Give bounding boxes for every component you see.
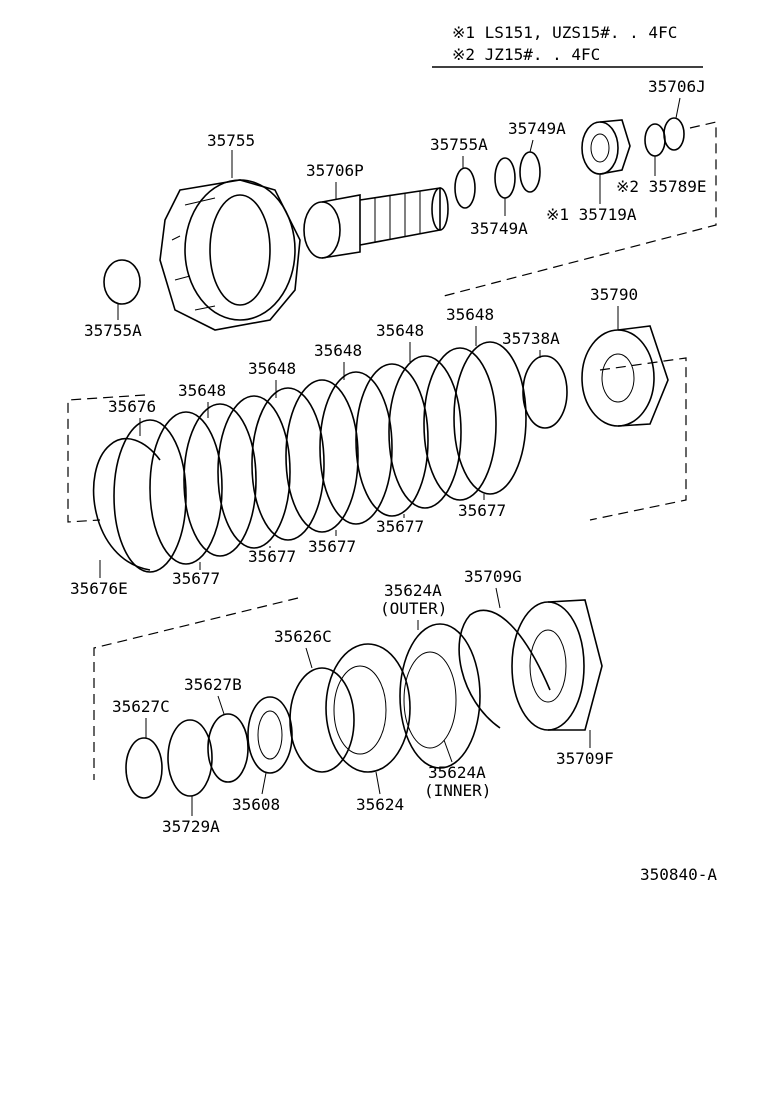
leader-35749a-top: [529, 139, 534, 153]
label-35719a: ※1 35719A: [546, 205, 637, 224]
leader-35709g: [495, 587, 501, 609]
label-35755a-left: 35755A: [84, 321, 142, 340]
ring-35755a-top: [454, 167, 476, 209]
seal-35624a-inner: [403, 651, 457, 749]
label-35729a: 35729A: [162, 817, 220, 836]
top-group-boundary: [439, 121, 717, 298]
label-35677-a: 35677: [458, 501, 506, 520]
label-35749a-bot: 35749A: [470, 219, 528, 238]
label-35677-b: 35677: [376, 517, 424, 536]
piston-35624: [325, 643, 411, 773]
leader-35624: [375, 771, 381, 795]
label-35676e: 35676E: [70, 579, 128, 598]
label-35709g: 35709G: [464, 567, 522, 586]
bottom-left-boundary: [93, 597, 299, 780]
ring-35738a: [522, 355, 568, 429]
plate-35729a: [167, 719, 213, 797]
label-35624a-inner: 35624A: [428, 763, 486, 782]
seal-35709g: [458, 609, 551, 729]
middle-right-boundary: [589, 357, 687, 521]
label-35624a-outer: 35624A: [384, 581, 442, 600]
label-35626c: 35626C: [274, 627, 332, 646]
middle-left-boundary: [67, 394, 146, 523]
label-35789e: ※2 35789E: [616, 177, 706, 196]
washer-35789e: [644, 123, 666, 157]
label-35749a-top: 35749A: [508, 119, 566, 138]
label-35706p: 35706P: [306, 161, 364, 180]
label-inner: (INNER): [424, 781, 491, 800]
leader-35624a-inner: [443, 739, 453, 763]
label-35648-d: 35648: [248, 359, 296, 378]
label-35755: 35755: [207, 131, 255, 150]
ring-35627c: [125, 737, 163, 799]
leader-35626c: [305, 647, 313, 669]
diagram-id: 350840-A: [640, 865, 717, 884]
label-35790: 35790: [590, 285, 638, 304]
label-35706j: 35706J: [648, 77, 706, 96]
note-2: ※2 JZ15#. . 4FC: [452, 45, 600, 64]
label-35677-c: 35677: [308, 537, 356, 556]
leader-35608: [261, 772, 267, 795]
label-35677-d: 35677: [248, 547, 296, 566]
seal-35624a-outer: [399, 623, 481, 769]
label-35627c: 35627C: [112, 697, 170, 716]
label-35648-a: 35648: [446, 305, 494, 324]
clutch-plates: [113, 341, 527, 573]
label-35608: 35608: [232, 795, 280, 814]
label-35709f: 35709F: [556, 749, 614, 768]
label-35755a-top: 35755A: [430, 135, 488, 154]
label-35627b: 35627B: [184, 675, 242, 694]
plate-35626c: [289, 667, 355, 773]
shaft-35706p: [303, 187, 449, 259]
snap-ring-35676e: [92, 437, 161, 571]
label-outer: (OUTER): [380, 599, 447, 618]
drum-35755: [159, 179, 301, 331]
ring-35627b: [207, 713, 249, 783]
spring-35608: [247, 696, 293, 774]
label-35676: 35676: [108, 397, 156, 416]
label-35624: 35624: [356, 795, 404, 814]
hub-35790: [581, 325, 669, 427]
ring-35749a-1: [494, 157, 516, 199]
note-1: ※1 LS151, UZS15#. . 4FC: [452, 23, 677, 42]
bearing-35719a: [581, 119, 631, 175]
label-35648-e: 35648: [178, 381, 226, 400]
label-35738a: 35738A: [502, 329, 560, 348]
label-35648-c: 35648: [314, 341, 362, 360]
label-35677-e: 35677: [172, 569, 220, 588]
leader-35706j: [675, 97, 681, 119]
ring-35749a-2: [519, 151, 541, 193]
label-35648-b: 35648: [376, 321, 424, 340]
ring-35755a-left: [103, 259, 141, 305]
leader-35627b: [217, 695, 225, 715]
housing-35709f: [511, 599, 603, 731]
washer-35706j: [663, 117, 685, 151]
